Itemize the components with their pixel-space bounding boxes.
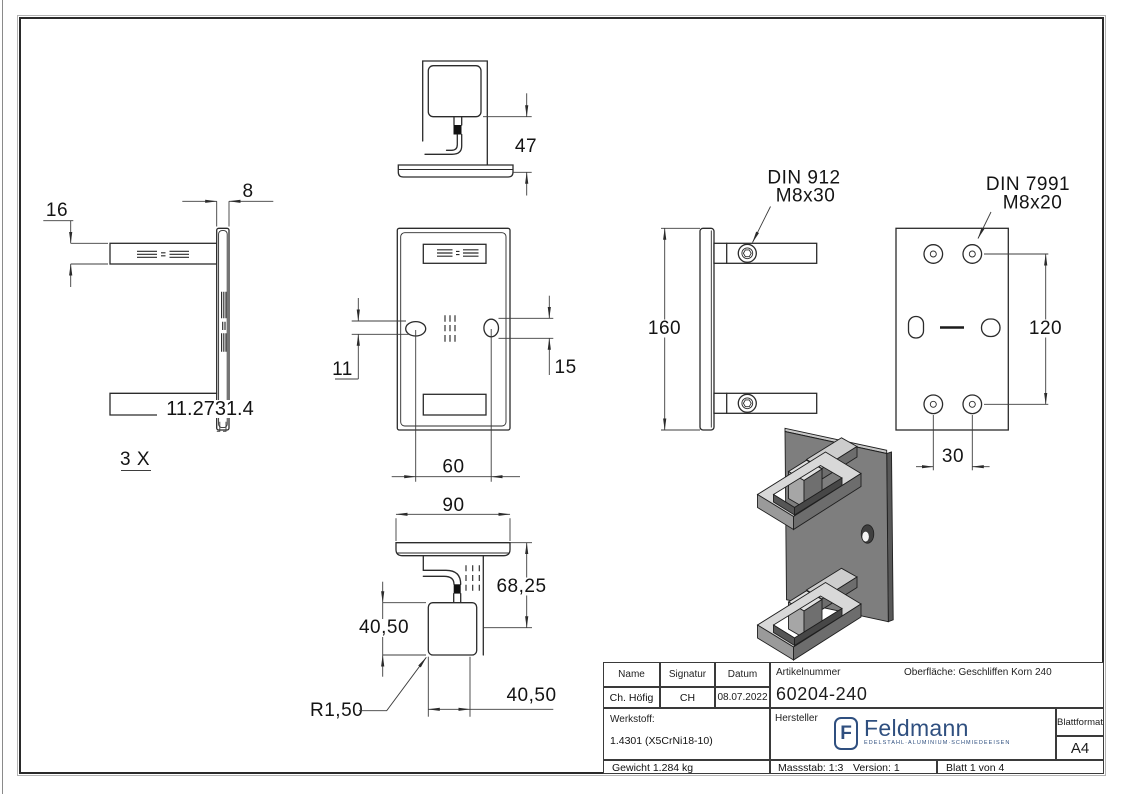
gewicht-text: Gewicht 1.284 kg — [612, 762, 694, 774]
massstab-text: Massstab: 1:3 — [778, 762, 844, 774]
callout-din912-size: M8x30 — [776, 186, 836, 207]
hersteller-cell: Hersteller F Feldmann EDELSTAHL·ALUMINIU… — [770, 708, 1056, 760]
dim-30: 30 — [942, 446, 964, 467]
dim-47: 47 — [515, 136, 537, 157]
datum-label-cell: Datum — [715, 662, 770, 687]
callout-din912: DIN 912 — [767, 168, 840, 189]
laser-mark-arm — [137, 250, 189, 258]
gewicht-cell: Gewicht 1.284 kg — [603, 760, 770, 774]
datum-value-cell: 08.07.2022 — [715, 687, 770, 708]
werkstoff-cell: Werkstoff: 1.4301 (X5CrNi18-10) — [603, 708, 770, 760]
laser-mark-plan — [465, 565, 480, 591]
dim-40-50-bottom: 40,50 — [506, 685, 556, 706]
dim-90: 90 — [442, 495, 464, 516]
dim-11: 11 — [332, 359, 353, 380]
callout-din7991: DIN 7991 — [986, 174, 1070, 195]
version-text: Version: 1 — [853, 762, 900, 774]
name-value-cell: Ch. Höfig — [603, 687, 660, 708]
sheet-border-frame — [17, 15, 1106, 776]
dim-120: 120 — [1029, 318, 1062, 339]
clamp-pin-plan — [453, 584, 461, 594]
view-plan: 90 68,25 — [310, 495, 556, 721]
signatur-value-cell: CH — [660, 687, 715, 708]
hersteller-label: Hersteller — [775, 713, 818, 724]
artikelnummer-label: Artikelnummer — [776, 667, 841, 678]
dim-8: 8 — [242, 181, 253, 202]
socket-hex-bottom — [742, 399, 752, 408]
artikelnummer-value: 60204-240 — [776, 684, 868, 704]
logo-f-icon: F — [834, 717, 858, 750]
callout-din7991-size: M8x20 — [1003, 193, 1063, 214]
socket-hex-top — [742, 249, 752, 258]
view-back-plate: 120 30 DIN 7991 M8x20 — [895, 174, 1070, 471]
title-block: Name Signatur Datum Ch. Höfig CH 08.07.2… — [603, 662, 1104, 774]
quantity-note: 3 X — [120, 449, 150, 470]
massstab-cell: Massstab: 1:3 Version: 1 — [770, 760, 937, 774]
clamp-arm-3d — [756, 437, 862, 531]
dim-15: 15 — [555, 357, 577, 378]
logo-wordmark: Feldmann — [864, 715, 969, 741]
oberflaeche-text: Oberfläche: Geschliffen Korn 240 — [904, 667, 1052, 678]
dim-overlap: 11.2731.4 — [166, 398, 254, 420]
dim-60: 60 — [442, 457, 464, 478]
clamp-pin — [453, 125, 462, 135]
laser-mark-plate — [221, 291, 227, 352]
dim-160: 160 — [648, 318, 681, 339]
view-side-left: 16 8 11.2731.4 3 X — [43, 181, 274, 471]
dim-40-50-left: 40,50 — [359, 617, 409, 638]
dim-r1-50: R1,50 — [310, 700, 363, 721]
blatt-text: Blatt 1 von 4 — [946, 762, 1005, 774]
dim-16: 16 — [46, 200, 68, 221]
slot-right — [980, 318, 1001, 338]
slot-left — [907, 315, 925, 339]
feldmann-logo: F Feldmann EDELSTAHL·ALUMINIUM·SCHMIEDEE… — [834, 717, 1010, 750]
laser-mark-cutout — [437, 249, 479, 257]
name-label-cell: Name — [603, 662, 660, 687]
logo-tagline: EDELSTAHL·ALUMINIUM·SCHMIEDEEISEN — [864, 740, 1011, 746]
countersunk-screws — [923, 244, 983, 415]
blattformat-value-cell: A4 — [1056, 736, 1104, 760]
blattformat-label-cell: Blattformat — [1056, 708, 1104, 736]
view-elevation: 47 — [397, 60, 537, 196]
laser-mark-center — [444, 315, 456, 342]
werkstoff-value: 1.4301 (X5CrNi18-10) — [610, 735, 713, 747]
isometric-view — [756, 427, 894, 661]
artikelnummer-cell: Artikelnummer Oberfläche: Geschliffen Ko… — [770, 662, 1104, 708]
signatur-label-cell: Signatur — [660, 662, 715, 687]
werkstoff-label: Werkstoff: — [610, 714, 655, 725]
view-front-plate: 11 15 60 — [332, 227, 577, 482]
page-edge-line — [2, 0, 3, 794]
dim-68-25: 68,25 — [496, 576, 546, 597]
view-side-screws: 160 DIN 912 M8x30 — [648, 168, 840, 431]
blatt-cell: Blatt 1 von 4 — [937, 760, 1104, 774]
